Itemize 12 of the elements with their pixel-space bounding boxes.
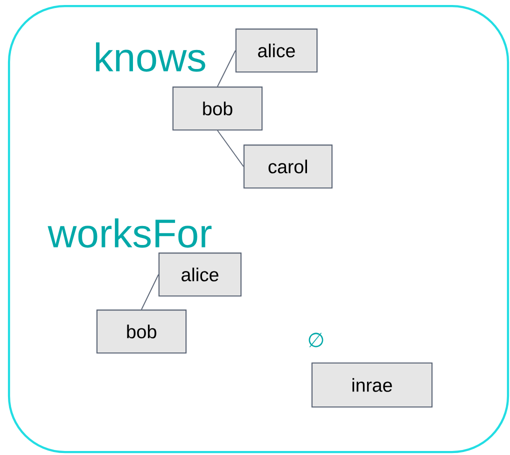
- entity-box: alice: [158, 252, 242, 296]
- entity-box: bob: [96, 310, 187, 354]
- entity-box: carol: [243, 144, 333, 188]
- heading: knows: [96, 42, 206, 72]
- connector-line: [217, 130, 244, 167]
- entity-box: bob: [172, 86, 263, 130]
- connector-line: [141, 274, 159, 310]
- connector-line: [217, 50, 236, 87]
- entity-box: alice: [235, 28, 318, 72]
- heading: worksFor: [48, 218, 212, 248]
- entity-box: inrae: [311, 362, 433, 408]
- empty-set-symbol: ∅: [308, 332, 324, 348]
